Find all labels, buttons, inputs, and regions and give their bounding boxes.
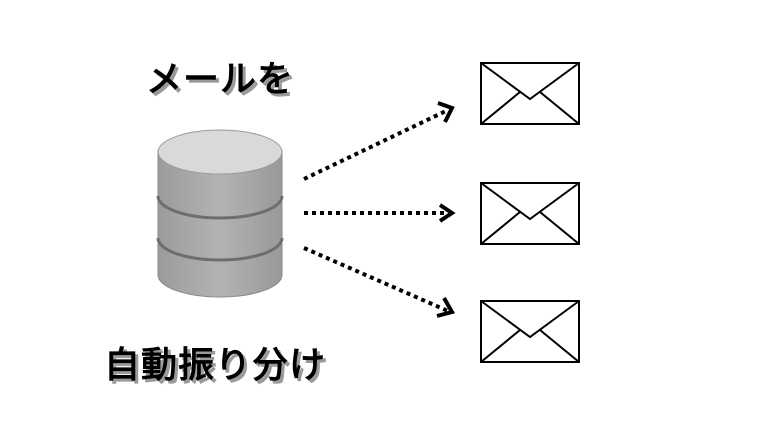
envelope-icon [480, 62, 580, 125]
arrow-middle [304, 203, 456, 223]
arrow-upper [303, 101, 455, 181]
database-band [156, 195, 284, 220]
caption-top: メールを [146, 59, 295, 100]
envelope-icon [480, 300, 580, 363]
database-icon [156, 129, 284, 298]
envelope-icon [480, 182, 580, 245]
database-top [157, 129, 283, 175]
caption-bottom: 自動振り分け [104, 345, 327, 386]
arrow-lower [303, 246, 456, 318]
database-band [156, 237, 284, 262]
